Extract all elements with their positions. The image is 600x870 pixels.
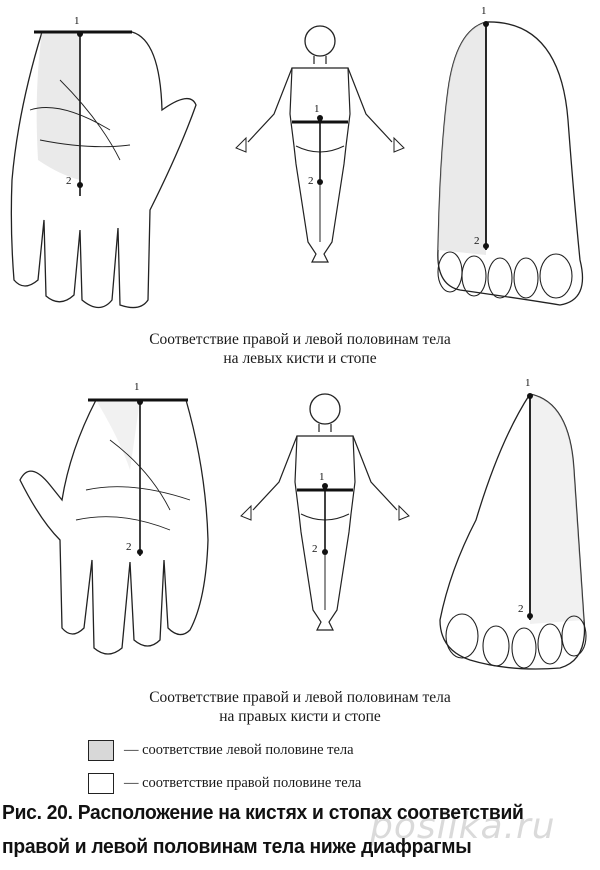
caption-bottom: Соответствие правой и левой половинам те… [0,688,600,726]
caption-top: Соответствие правой и левой половинам те… [0,330,600,368]
legend-item-left-half: — соответствие левой половине тела [88,737,354,763]
marker-1-body-bottom: 1 [319,471,325,483]
marker-1-foot-bottom: 1 [525,377,531,389]
legend-swatch-shaded [88,739,114,761]
marker-2-foot-top: 2 [474,235,480,247]
marker-1-body-top: 1 [314,103,320,115]
legend-swatch-white [88,772,114,794]
legend-label-right-half: — соответствие правой половине тела [124,774,362,791]
diagram-figure: 1 2 1 2 1 2 1 2 1 2 1 2 [10,5,587,670]
right-foot-bottom [439,393,587,670]
caption-top-line1: Соответствие правой и левой половинам те… [149,331,451,348]
marker-2-hand-top: 2 [66,175,72,187]
left-foot-top [437,21,584,306]
legend-item-right-half: — соответствие правой половине тела [88,770,361,796]
right-hand-bottom [19,398,209,655]
caption-bottom-line1: Соответствие правой и левой половинам те… [149,689,451,706]
figure-title-line1: Рис. 20. Расположение на кистях и стопах… [2,801,524,824]
marker-2-body-bottom: 2 [312,543,318,555]
marker-2-body-top: 2 [308,175,314,187]
body-figure-top [235,25,405,263]
watermark-logo: posilka.ru [370,806,556,847]
marker-2-hand-bottom: 2 [126,541,132,553]
legend-label-left-half: — соответствие левой половине тела [124,741,354,758]
caption-top-line2: на левых кисти и стопе [223,350,377,367]
marker-1-hand-top: 1 [74,15,80,27]
marker-2-foot-bottom: 2 [518,603,524,615]
caption-bottom-line2: на правых кисти и стопе [219,708,381,725]
marker-1-foot-top: 1 [481,5,487,17]
figure-title: Рис. 20. Расположение на кистях и стопах… [2,796,564,864]
figure-title-line2: правой и левой половинам тела ниже диафр… [2,835,472,858]
marker-1-hand-bottom: 1 [134,381,140,393]
body-figure-bottom [240,393,410,631]
left-hand-top [10,30,197,309]
